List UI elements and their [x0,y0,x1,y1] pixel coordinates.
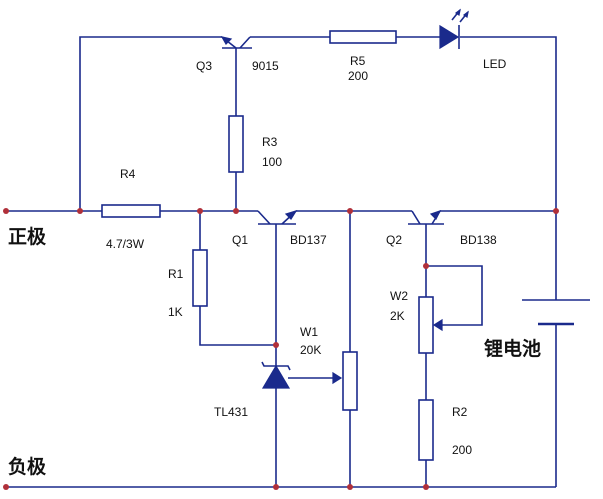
transistor-q2 [408,209,444,232]
led-to-right-rail-wire [460,36,557,300]
led-label: LED [483,57,507,71]
tl431-regulator [261,361,291,389]
node-dot [553,208,559,214]
potentiometer-w1 [332,351,358,411]
node-dot [423,484,429,490]
r1-label: R1 [168,267,184,281]
q2-label: Q2 [386,233,403,247]
resistor-r2 [418,399,434,461]
negative-terminal-label: 负极 [8,456,47,478]
resistor-r1 [192,249,208,307]
node-dot [273,484,279,490]
w2-label: W2 [390,289,408,303]
potentiometer-w2 [418,296,443,354]
battery-symbol [522,299,590,326]
resistor-r3 [228,115,244,173]
q1-label: Q1 [232,233,249,247]
battery-label: 锂电池 [484,338,542,360]
tl431-label: TL431 [214,405,249,419]
r5-value-label: 200 [348,69,369,83]
led-diode [439,8,469,50]
r1-value-label: 1K [168,305,183,319]
r4-value-label: 4.7/3W [106,237,145,251]
r3-value-label: 100 [262,155,283,169]
node-dot [273,342,279,348]
r2-value-label: 200 [452,443,473,457]
node-dot [347,484,353,490]
w2-loop-wire [426,265,483,326]
q2-model-label: BD138 [460,233,497,247]
w2-value-label: 2K [390,309,405,323]
transistor-q3 [220,36,252,49]
q3-model-label: 9015 [252,59,279,73]
w1-label: W1 [300,325,318,339]
node-dot [77,208,83,214]
node-dot [197,208,203,214]
r3-label: R3 [262,135,278,149]
q1-model-label: BD137 [290,233,327,247]
positive-terminal-label: 正极 [8,226,47,248]
top-rail-wire [79,36,222,211]
node-dot [3,208,9,214]
node-dot [347,208,353,214]
r4-label: R4 [120,167,136,181]
w1-value-label: 20K [300,343,322,357]
q3-label: Q3 [196,59,213,73]
node-dot [423,263,429,269]
r5-label: R5 [350,54,366,68]
r1-bottom-wire [199,306,276,346]
resistor-r4 [101,204,161,218]
node-dot [233,208,239,214]
r2-label: R2 [452,405,468,419]
node-dot [3,484,9,490]
transistor-q1 [257,209,298,232]
resistor-r5 [329,30,397,44]
